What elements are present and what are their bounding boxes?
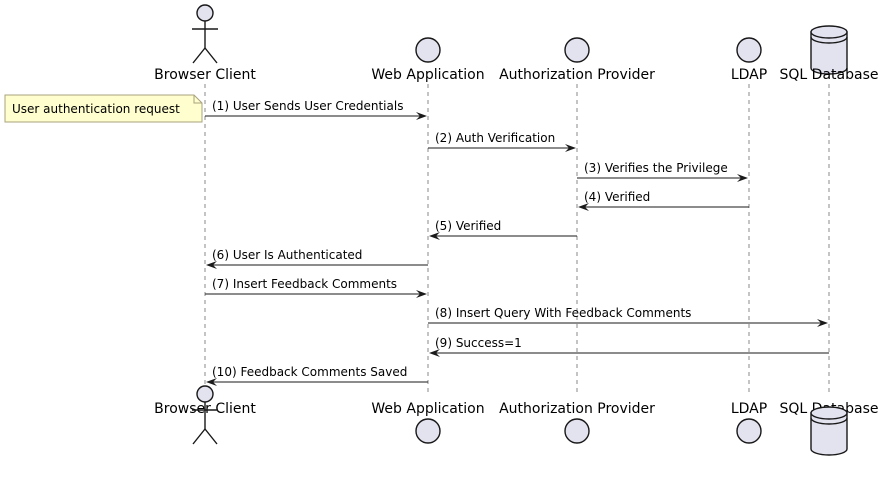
ldap-title-bottom: LDAP — [731, 401, 767, 417]
ldap-title-top: LDAP — [731, 67, 767, 83]
message-10: (10) Feedback Comments Saved — [206, 365, 428, 386]
browser-title-top: Browser Client — [154, 67, 256, 83]
message-4: (4) Verified — [578, 190, 749, 211]
message-label: (6) User Is Authenticated — [212, 248, 362, 262]
message-1: (1) User Sends User Credentials — [205, 99, 427, 120]
message-label: (4) Verified — [584, 190, 650, 204]
message-8: (8) Insert Query With Feedback Comments — [428, 306, 828, 327]
message-7: (7) Insert Feedback Comments — [205, 277, 427, 298]
note-layer: User authentication request — [4, 94, 203, 123]
message-label: (1) User Sends User Credentials — [212, 99, 403, 113]
browser-actor-icon-bottom — [192, 385, 218, 445]
arrowhead-icon — [206, 261, 217, 269]
messages: (1) User Sends User Credentials (2) Auth … — [205, 99, 829, 386]
webapp-title-bottom: Web Application — [371, 401, 484, 417]
arrowhead-icon — [429, 232, 440, 240]
message-label: (5) Verified — [435, 219, 501, 233]
message-label: (8) Insert Query With Feedback Comments — [435, 306, 691, 320]
authz-title-bottom: Authorization Provider — [499, 401, 655, 417]
note: User authentication request — [4, 94, 203, 123]
sql-database-icon-top — [810, 25, 848, 75]
arrowhead-icon — [416, 290, 427, 298]
message-label: (3) Verifies the Privilege — [584, 161, 728, 175]
arrowhead-icon — [578, 203, 589, 211]
lifelines — [204, 84, 830, 396]
arrowhead-icon — [429, 349, 440, 357]
sql-title-top: SQL Database — [780, 67, 879, 83]
message-2: (2) Auth Verification — [428, 131, 576, 152]
message-5: (5) Verified — [429, 219, 577, 240]
message-label: (9) Success=1 — [435, 336, 522, 350]
note-box — [4, 94, 203, 123]
note-fold — [193, 95, 202, 104]
browser-actor-icon-top — [192, 4, 218, 64]
ldap-entity-icon-top — [736, 37, 762, 63]
arrowhead-icon — [206, 378, 217, 386]
authz-entity-icon-top — [564, 37, 590, 63]
message-label: (10) Feedback Comments Saved — [212, 365, 407, 379]
message-9: (9) Success=1 — [429, 336, 829, 357]
message-label: (7) Insert Feedback Comments — [212, 277, 397, 291]
note-text: User authentication request — [12, 102, 180, 116]
participants-top: Browser Client Web Application Authorizati… — [154, 4, 879, 83]
arrowhead-icon — [565, 144, 576, 152]
authz-entity-icon-bottom — [564, 418, 590, 444]
arrowhead-icon — [416, 112, 427, 120]
message-3: (3) Verifies the Privilege — [577, 161, 748, 182]
message-6: (6) User Is Authenticated — [206, 248, 428, 269]
arrowhead-icon — [817, 319, 828, 327]
authz-title-top: Authorization Provider — [499, 67, 655, 83]
arrowhead-icon — [737, 174, 748, 182]
message-label: (2) Auth Verification — [435, 131, 555, 145]
webapp-entity-icon-bottom — [415, 418, 441, 444]
ldap-entity-icon-bottom — [736, 418, 762, 444]
webapp-entity-icon-top — [415, 37, 441, 63]
webapp-title-top: Web Application — [371, 67, 484, 83]
sql-database-icon-bottom — [810, 406, 848, 456]
